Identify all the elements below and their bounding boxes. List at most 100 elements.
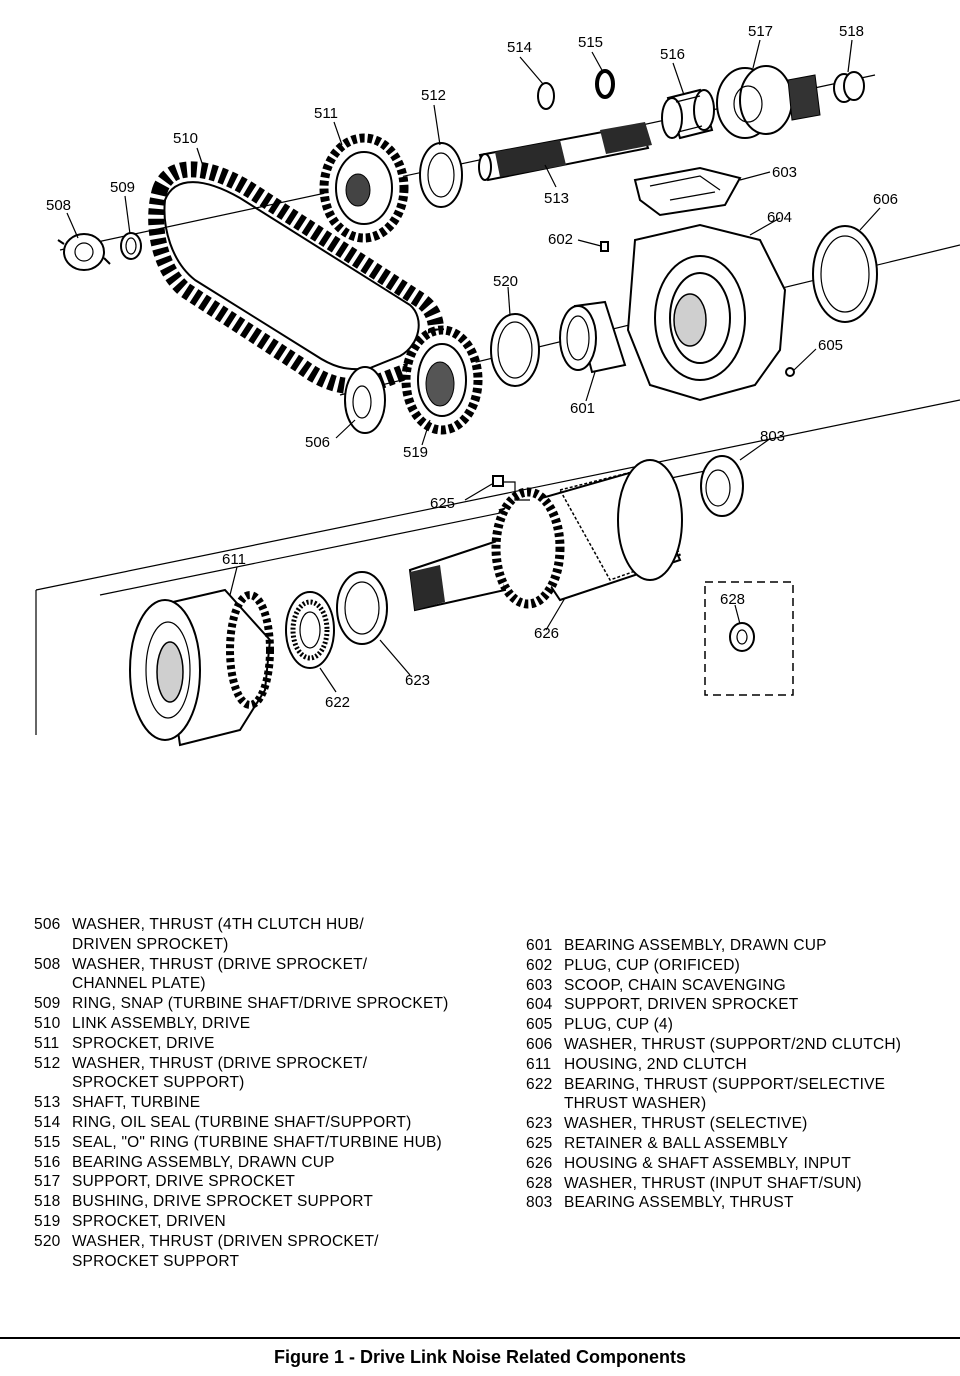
part-519-driven-sprocket	[401, 325, 483, 435]
callout-509: 509	[110, 179, 135, 196]
part-622-thrust-bearing	[285, 591, 335, 669]
part-611-clutch-housing	[129, 588, 274, 747]
legend-part-number: 604	[526, 996, 553, 1014]
legend-entry-line: SPROCKET SUPPORT	[34, 1252, 449, 1272]
legend-part-description: SPROCKET, DRIVE	[72, 1034, 215, 1052]
callout-622: 622	[325, 694, 350, 711]
legend-part-description: SPROCKET SUPPORT	[72, 1252, 240, 1270]
part-520-washer	[490, 313, 540, 387]
legend-part-number	[34, 1252, 72, 1272]
legend-part-number: 606	[526, 1035, 553, 1053]
part-626-input-housing	[408, 459, 683, 612]
legend-entry-line: CHANNEL PLATE)	[34, 974, 449, 994]
part-602-plug	[600, 241, 609, 252]
callout-604: 604	[767, 209, 792, 226]
legend-part-number: 601	[526, 937, 553, 954]
part-508-washer	[57, 233, 111, 271]
legend-part-description: WASHER, THRUST (DRIVE SPROCKET/	[72, 1054, 368, 1072]
part-606-washer	[812, 225, 878, 323]
legend-part-number: 625	[526, 1134, 553, 1152]
part-516-bearing	[661, 88, 715, 140]
callout-519: 519	[403, 444, 428, 461]
legend-part-description: SPROCKET, DRIVEN	[72, 1212, 226, 1230]
legend-entry-line: THRUST WASHER)	[526, 1094, 901, 1114]
legend-part-description: WASHER, THRUST (DRIVEN SPROCKET/	[72, 1232, 379, 1250]
callout-514: 514	[507, 39, 532, 56]
callout-508: 508	[46, 197, 71, 214]
legend-part-description: SUPPORT, DRIVE SPROCKET	[72, 1173, 296, 1191]
legend-part-number: 509	[34, 995, 61, 1013]
legend-part-description: PLUG, CUP (ORIFICED)	[564, 956, 740, 974]
legend-part-number	[34, 974, 72, 994]
callout-labels: 506 508 509 510 511 512 513 514 515 516 …	[46, 23, 898, 711]
legend-part-description: WASHER, THRUST (SUPPORT/2ND CLUTCH)	[564, 1035, 902, 1053]
part-513-turbine-shaft	[478, 122, 652, 182]
callout-516: 516	[660, 46, 685, 63]
part-509-snap-ring	[120, 232, 142, 260]
legend-part-description: SPROCKET SUPPORT)	[72, 1074, 245, 1092]
legend-entry-line: 626 HOUSING & SHAFT ASSEMBLY, INPUT	[526, 1154, 901, 1174]
legend-part-description: WASHER, THRUST (INPUT SHAFT/SUN)	[564, 1174, 862, 1192]
legend-part-number: 622	[526, 1075, 553, 1093]
callout-511: 511	[314, 105, 338, 122]
part-517-sprocket-support	[716, 65, 821, 139]
part-604-driven-support	[626, 223, 787, 402]
legend-part-description: BEARING ASSEMBLY, DRAWN CUP	[72, 1153, 335, 1171]
legend-part-description: LINK ASSEMBLY, DRIVE	[72, 1014, 251, 1032]
callout-603: 603	[772, 164, 797, 181]
legend-part-number: 510	[34, 1014, 61, 1032]
part-518-bushing	[833, 71, 865, 103]
part-605-plug	[785, 367, 795, 377]
legend-part-number: 602	[526, 956, 553, 974]
callout-518: 518	[839, 23, 864, 40]
callout-512: 512	[421, 87, 446, 104]
legend-part-description: BEARING, THRUST (SUPPORT/SELECTIVE	[564, 1075, 886, 1093]
callout-513: 513	[544, 190, 569, 207]
part-803-thrust-bearing	[700, 455, 744, 517]
legend-part-number: 626	[526, 1154, 553, 1172]
caption-divider	[0, 1337, 960, 1339]
callout-510: 510	[173, 130, 198, 147]
callout-602: 602	[548, 231, 573, 248]
legend-part-number: 506	[34, 916, 61, 933]
part-506-washer	[344, 366, 386, 434]
callout-606: 606	[873, 191, 898, 208]
legend-part-number	[526, 1094, 564, 1114]
part-623-washer	[336, 571, 388, 645]
legend-entry-line: 602 PLUG, CUP (ORIFICED)	[526, 956, 901, 976]
part-515-o-ring	[595, 69, 615, 99]
legend-part-description: RING, OIL SEAL (TURBINE SHAFT/SUPPORT)	[72, 1113, 412, 1131]
legend-part-number: 517	[34, 1173, 61, 1191]
legend-entry-line: 606 WASHER, THRUST (SUPPORT/2ND CLUTCH)	[526, 1035, 901, 1055]
figure-caption: Figure 1 - Drive Link Noise Related Comp…	[273, 1347, 687, 1367]
legend-part-description: RING, SNAP (TURBINE SHAFT/DRIVE SPROCKET…	[72, 995, 449, 1013]
callout-625: 625	[430, 495, 455, 512]
legend-part-number: 515	[34, 1133, 61, 1151]
legend-entry-line: DRIVEN SPROCKET)	[34, 935, 449, 955]
legend-part-description: DRIVEN SPROCKET)	[72, 935, 229, 953]
legend-entry-line: SPROCKET SUPPORT)	[34, 1073, 449, 1093]
legend-part-description: SHAFT, TURBINE	[72, 1094, 201, 1112]
callout-517: 517	[748, 23, 773, 40]
legend-part-description: HOUSING & SHAFT ASSEMBLY, INPUT	[564, 1154, 851, 1172]
callout-506: 506	[305, 434, 330, 451]
legend-part-description: BEARING ASSEMBLY, THRUST	[564, 1194, 794, 1212]
part-603-scoop	[633, 166, 742, 217]
